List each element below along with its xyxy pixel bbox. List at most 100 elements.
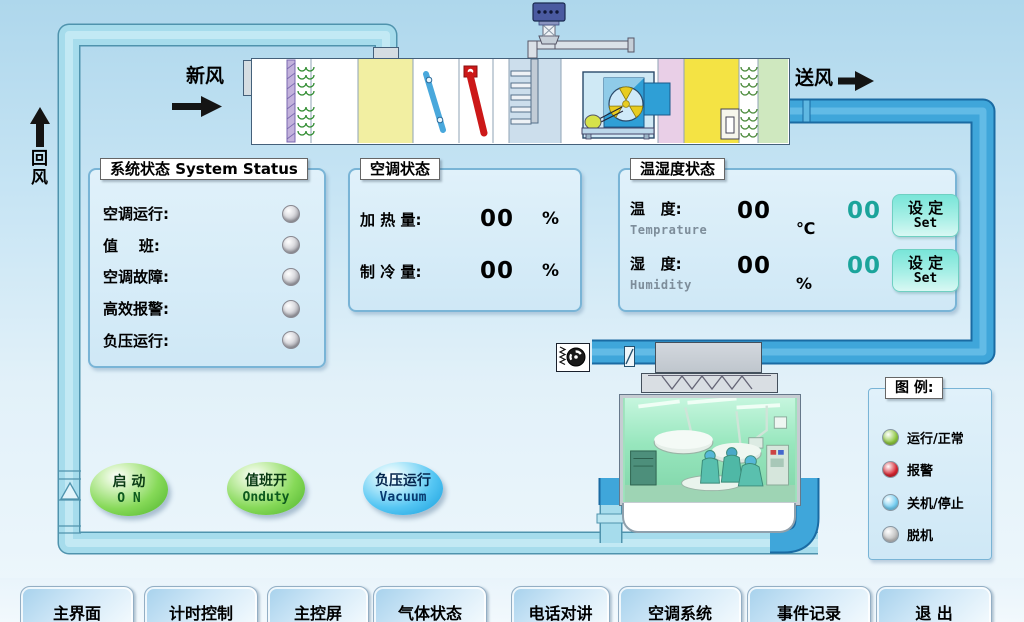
temperature-value: 00 [736, 198, 771, 224]
nav-timer-control[interactable]: 计时控制 [144, 586, 258, 622]
set-button-label-cn: 设 定 [907, 199, 944, 217]
coil-ladder [510, 59, 539, 125]
temp-humidity-panel: 温湿度状态 温 度: Temprature 00 ℃ 00 设 定 Set 湿 … [618, 158, 959, 312]
temperature-sublabel: Temprature [630, 223, 708, 237]
legend-item-stopped: 关机/停止 [882, 493, 987, 512]
legend-title: 图 例: [885, 377, 944, 399]
room-return-stub [596, 498, 626, 543]
supply-air-arrow-icon [838, 71, 874, 91]
heating-label: 加 热 量: [360, 210, 422, 229]
valve-actuator-assembly [527, 2, 635, 59]
negative-pressure-indicator [282, 331, 300, 350]
primary-filter [286, 59, 296, 143]
legend-item-running: 运行/正常 [882, 428, 987, 447]
nav-exit[interactable]: 退 出 [876, 586, 992, 622]
onduty-button[interactable]: 值班开 Onduty [227, 462, 305, 515]
legend-panel: 图 例: 运行/正常 报警 关机/停止 脱机 [868, 377, 992, 560]
legend-item-alarm: 报警 [882, 460, 987, 479]
fresh-air-damper [423, 71, 446, 133]
nav-ac-system[interactable]: 空调系统 [618, 586, 742, 622]
onduty-indicator [282, 236, 300, 255]
return-air-arrow-icon [30, 107, 50, 147]
cooling-label: 制 冷 量: [360, 262, 422, 281]
status-label: 高效报警: [103, 300, 169, 319]
operating-room-outline [622, 503, 796, 533]
set-button-label-cn: 设 定 [907, 254, 944, 272]
fresh-air-label: 新风 [186, 65, 225, 87]
fresh-air-arrow-icon [172, 96, 222, 117]
laminar-diffuser [641, 373, 778, 393]
nav-main-screen[interactable]: 主界面 [20, 586, 134, 622]
ac-status-title: 空调状态 [360, 158, 441, 180]
onduty-button-label-en: Onduty [242, 489, 290, 505]
nav-phone-intercom[interactable]: 电话对讲 [511, 586, 610, 622]
status-row-hepa-alarm: 高效报警: [103, 298, 300, 319]
humidifier-section [358, 59, 413, 143]
system-status-title: 系统状态 System Status [100, 158, 308, 180]
start-button[interactable]: 启 动 O N [90, 463, 168, 516]
cooling-row: 制 冷 量: 00 % [360, 258, 572, 284]
red-indicator-icon [882, 461, 899, 479]
vacuum-button-label-cn: 负压运行 [375, 472, 431, 489]
set-button-label-en: Set [913, 271, 938, 286]
outlet-section [758, 59, 788, 143]
room-side-ducts [598, 478, 820, 554]
heating-unit: % [542, 209, 560, 229]
air-handling-unit [251, 58, 790, 145]
cyan-indicator-icon [882, 493, 899, 511]
nav-event-log[interactable]: 事件记录 [747, 586, 871, 622]
cooling-value: 00 [479, 258, 514, 284]
status-row-ac-fault: 空调故障: [103, 266, 300, 287]
nav-gas-status[interactable]: 气体状态 [373, 586, 487, 622]
system-status-panel: 系统状态 System Status 空调运行: 值 班: 空调故障: 高效报警… [88, 158, 326, 368]
supply-fan [581, 71, 671, 140]
vacuum-button[interactable]: 负压运行 Vacuum [363, 462, 443, 515]
ac-status-panel: 空调状态 加 热 量: 00 % 制 冷 量: 00 % [348, 158, 582, 312]
humidity-setpoint: 00 [846, 253, 881, 279]
legend-item-offline: 脱机 [882, 525, 987, 544]
duct-damper [624, 346, 635, 367]
humidity-unit: % [796, 274, 813, 293]
temperature-unit: ℃ [796, 219, 816, 238]
operating-room-photo [619, 394, 801, 506]
access-door [720, 108, 740, 140]
fan-coil-unit [556, 343, 590, 372]
heating-row: 加 热 量: 00 % [360, 206, 572, 232]
humidity-label: 湿 度: [630, 255, 682, 273]
temperature-row: 温 度: Temprature 00 ℃ 00 设 定 Set [630, 194, 959, 246]
return-air-damper [463, 65, 488, 137]
ac-fault-indicator [282, 267, 300, 286]
humidity-value: 00 [736, 253, 771, 279]
set-button-label-en: Set [913, 216, 938, 231]
temperature-set-button[interactable]: 设 定 Set [892, 194, 959, 237]
cooling-unit: % [542, 261, 560, 281]
start-button-label-cn: 启 动 [112, 473, 146, 490]
status-row-negative-pressure: 负压运行: [103, 330, 300, 351]
status-label: 值 班: [103, 236, 160, 255]
hepa-alarm-indicator [282, 299, 300, 318]
humidity-row: 湿 度: Humidity 00 % 00 设 定 Set [630, 249, 959, 301]
status-label: 空调运行: [103, 205, 169, 224]
supply-air-duct [592, 98, 996, 365]
status-row-ac-running: 空调运行: [103, 203, 300, 224]
start-button-label-en: O N [117, 490, 141, 506]
nav-master-screen[interactable]: 主控屏 [267, 586, 369, 622]
green-indicator-icon [882, 428, 899, 446]
onduty-button-label-cn: 值班开 [245, 472, 287, 489]
humidity-sublabel: Humidity [630, 278, 692, 292]
temp-humidity-title: 温湿度状态 [630, 158, 726, 180]
return-air-label: 回风 [31, 149, 48, 188]
return-duct-damper-symbol [58, 470, 81, 534]
reheat-coil [740, 66, 758, 138]
temperature-label: 温 度: [630, 200, 682, 218]
status-row-onduty: 值 班: [103, 235, 300, 256]
return-air-duct [57, 23, 818, 555]
ac-running-indicator [282, 204, 300, 223]
supply-air-label: 送风 [795, 67, 834, 89]
legend-label: 运行/正常 [907, 431, 964, 447]
temperature-setpoint: 00 [846, 198, 881, 224]
heating-value: 00 [479, 206, 514, 232]
humidity-set-button[interactable]: 设 定 Set [892, 249, 959, 292]
